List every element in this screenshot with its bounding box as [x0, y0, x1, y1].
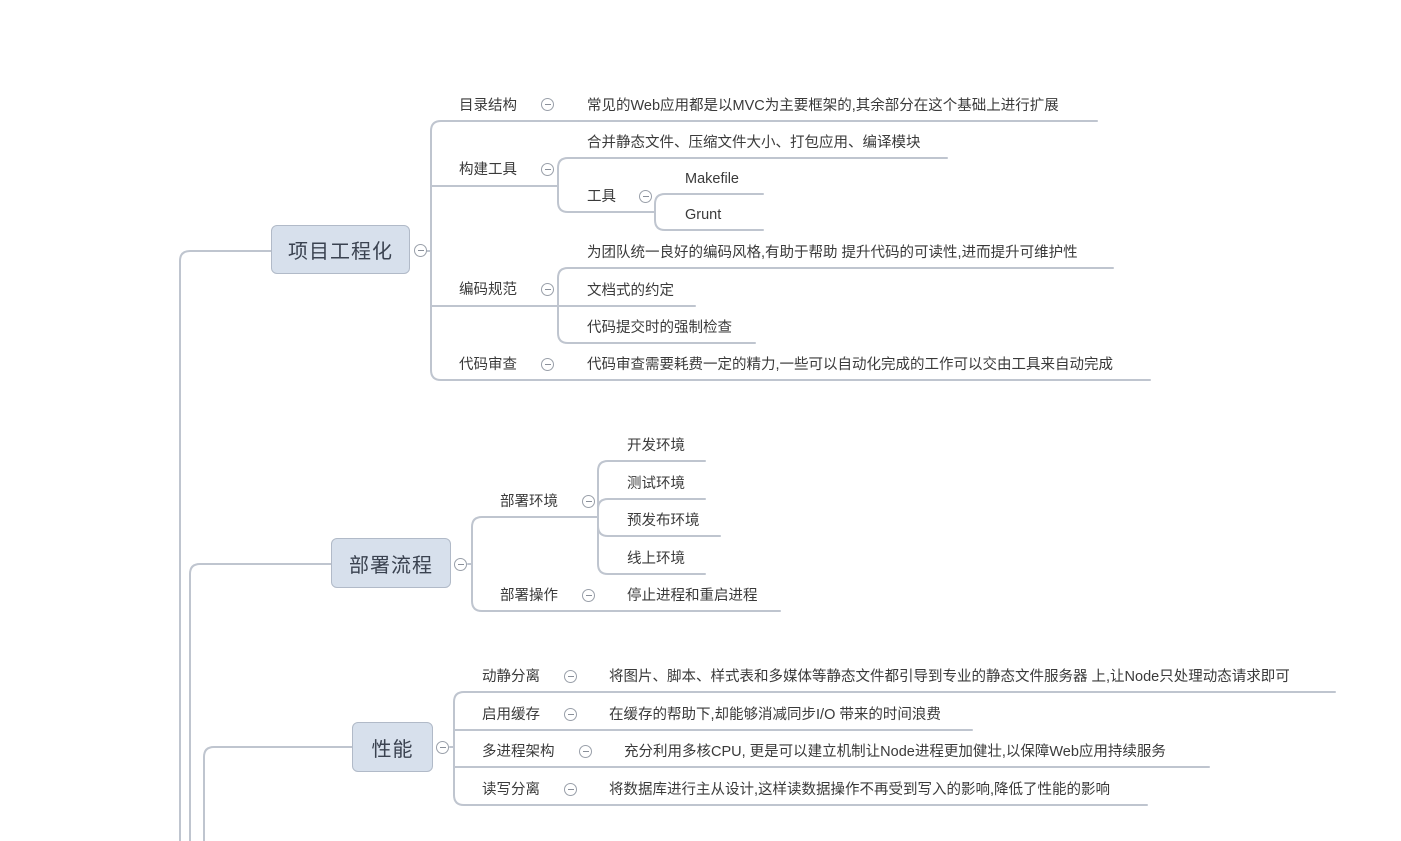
environment-item[interactable]: 测试环境	[627, 476, 685, 492]
subtopic-static-dynamic-separation[interactable]: 动静分离	[482, 669, 540, 685]
tool-item[interactable]: Grunt	[685, 207, 722, 223]
topic-title: 部署流程	[349, 554, 433, 577]
detail-code-review[interactable]: 代码审查需要耗费一定的精力,一些可以自动化完成的工作可以交由工具来自动完成	[587, 357, 1114, 373]
environment-item[interactable]: 线上环境	[627, 551, 685, 567]
topic-title: 性能	[371, 738, 414, 761]
topic-project-engineering[interactable]: 项目工程化	[271, 225, 410, 274]
detail-enable-cache[interactable]: 在缓存的帮助下,却能够消减同步I/O 带来的时间浪费	[609, 707, 941, 723]
minus-circle-icon[interactable]	[541, 98, 554, 111]
detail-build-tools[interactable]: 合并静态文件、压缩文件大小、打包应用、编译模块	[587, 135, 921, 151]
minus-circle-icon[interactable]	[436, 741, 449, 754]
subtopic-enable-cache[interactable]: 启用缓存	[482, 707, 540, 723]
minus-circle-icon[interactable]	[579, 745, 592, 758]
detail-multi-process[interactable]: 充分利用多核CPU, 更是可以建立机制让Node进程更加健壮,以保障Web应用持…	[624, 744, 1166, 760]
detail-deploy-operations[interactable]: 停止进程和重启进程	[627, 588, 758, 604]
minus-circle-icon[interactable]	[454, 558, 467, 571]
minus-circle-icon[interactable]	[639, 190, 652, 203]
subtopic-deploy-environment[interactable]: 部署环境	[500, 494, 558, 510]
subtopic-coding-standards[interactable]: 编码规范	[459, 282, 517, 298]
subtopic-code-review[interactable]: 代码审查	[459, 357, 517, 373]
detail-read-write-separation[interactable]: 将数据库进行主从设计,这样读数据操作不再受到写入的影响,降低了性能的影响	[609, 782, 1111, 798]
subtopic-read-write-separation[interactable]: 读写分离	[482, 782, 540, 798]
minus-circle-icon[interactable]	[582, 495, 595, 508]
coding-standard-item[interactable]: 文档式的约定	[587, 283, 674, 299]
detail-directory-structure[interactable]: 常见的Web应用都是以MVC为主要框架的,其余部分在这个基础上进行扩展	[587, 98, 1059, 114]
minus-circle-icon[interactable]	[564, 670, 577, 683]
tool-item[interactable]: Makefile	[685, 171, 739, 187]
subtopic-build-tools[interactable]: 构建工具	[459, 162, 517, 178]
minus-circle-icon[interactable]	[541, 283, 554, 296]
minus-circle-icon[interactable]	[541, 358, 554, 371]
topic-performance[interactable]: 性能	[352, 722, 433, 772]
subtopic-deploy-operations[interactable]: 部署操作	[500, 588, 558, 604]
subtopic-directory-structure[interactable]: 目录结构	[459, 98, 517, 114]
environment-item[interactable]: 开发环境	[627, 438, 685, 454]
minus-circle-icon[interactable]	[541, 163, 554, 176]
topic-title: 项目工程化	[288, 241, 393, 263]
coding-standard-item[interactable]: 代码提交时的强制检查	[587, 320, 732, 336]
detail-static-dynamic-separation[interactable]: 将图片、脚本、样式表和多媒体等静态文件都引导到专业的静态文件服务器 上,让Nod…	[609, 669, 1290, 685]
minus-circle-icon[interactable]	[582, 589, 595, 602]
topic-deployment-process[interactable]: 部署流程	[331, 538, 451, 588]
environment-item[interactable]: 预发布环境	[627, 513, 700, 529]
minus-circle-icon[interactable]	[564, 783, 577, 796]
coding-standard-item[interactable]: 为团队统一良好的编码风格,有助于帮助 提升代码的可读性,进而提升可维护性	[587, 245, 1078, 261]
minus-circle-icon[interactable]	[564, 708, 577, 721]
minus-circle-icon[interactable]	[414, 244, 427, 257]
subtopic-tools[interactable]: 工具	[587, 189, 616, 205]
subtopic-multi-process[interactable]: 多进程架构	[482, 744, 555, 760]
